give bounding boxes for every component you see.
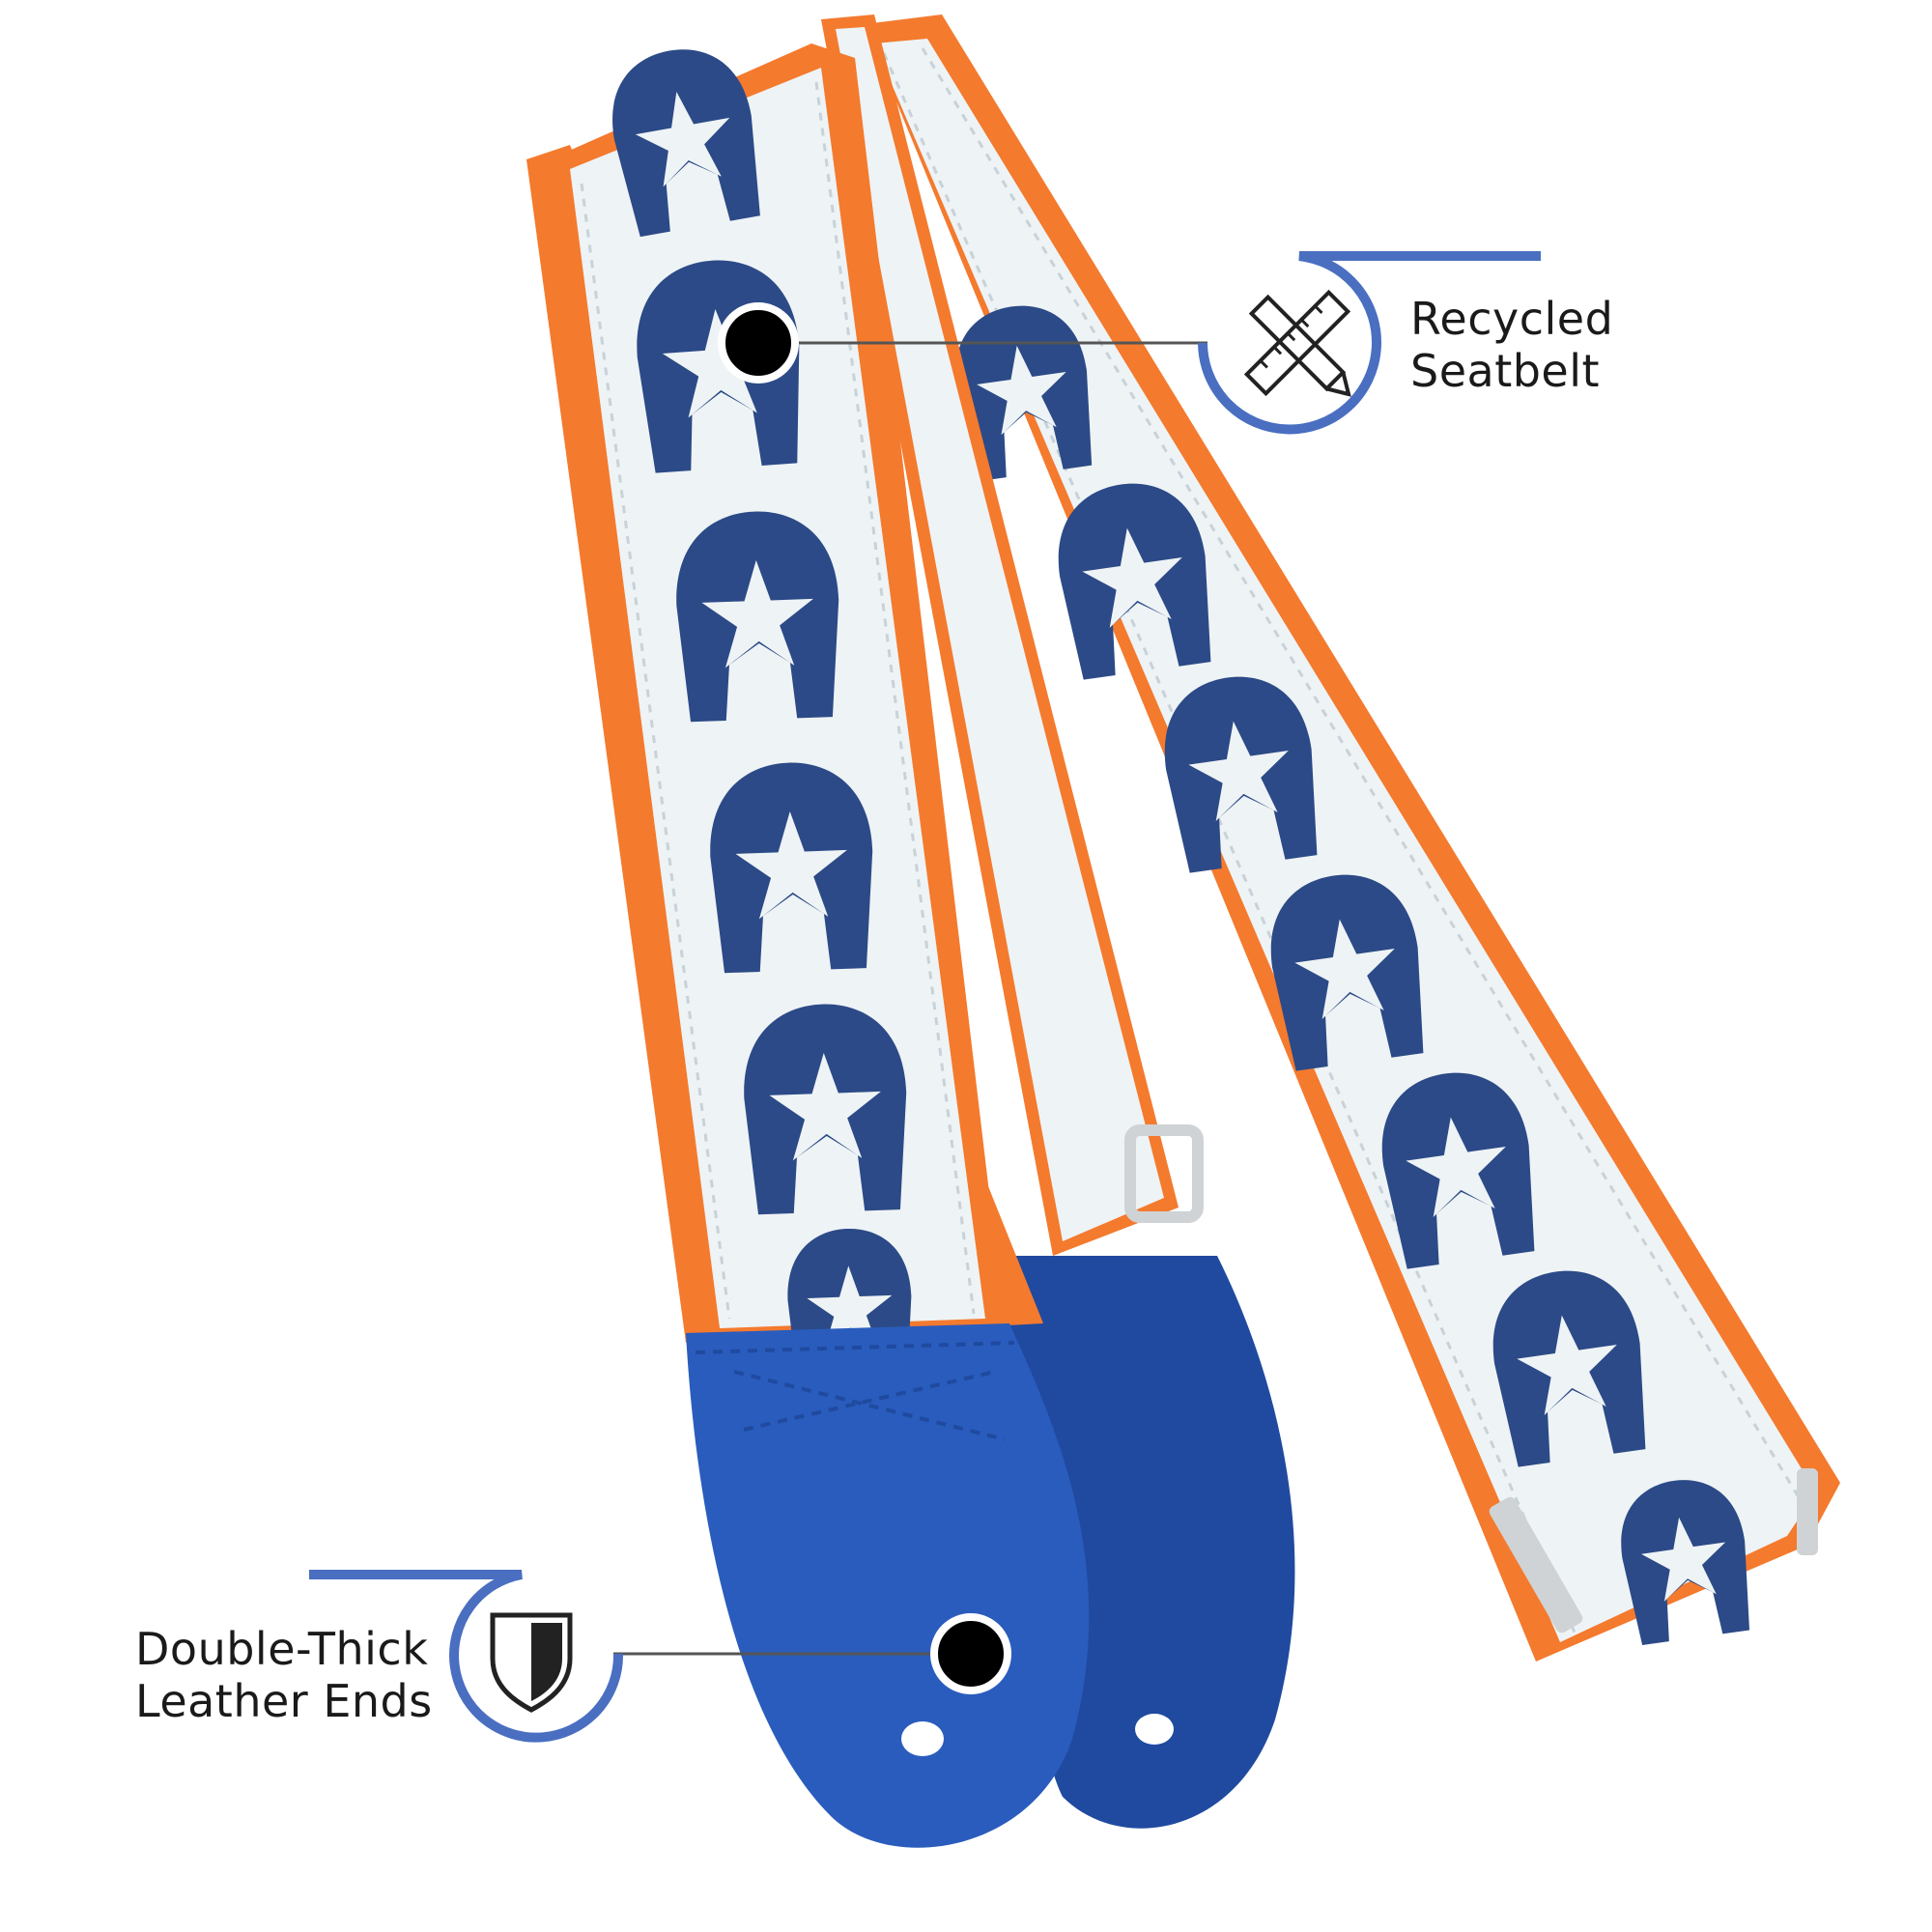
callout-label-line: Seatbelt bbox=[1410, 345, 1601, 397]
callout-label-leather: Double-Thick Leather Ends bbox=[135, 1623, 433, 1727]
strap-back bbox=[865, 14, 1840, 1662]
callout-label-line: Leather Ends bbox=[135, 1675, 433, 1727]
marker-dot bbox=[718, 302, 799, 384]
callout-label-line: Recycled bbox=[1410, 293, 1614, 345]
callout-label-line: Double-Thick bbox=[135, 1623, 429, 1675]
marker-dot bbox=[930, 1613, 1011, 1694]
leather-end-front bbox=[686, 1323, 1090, 1848]
strap-middle bbox=[821, 14, 1204, 1256]
shield-icon bbox=[490, 1612, 573, 1713]
callout-label-seatbelt: Recycled Seatbelt bbox=[1410, 293, 1613, 397]
callout-leather bbox=[309, 1570, 1011, 1743]
strap-front bbox=[526, 39, 1043, 1390]
callout-seatbelt bbox=[718, 251, 1541, 435]
pencil-ruler-icon bbox=[1243, 289, 1351, 397]
